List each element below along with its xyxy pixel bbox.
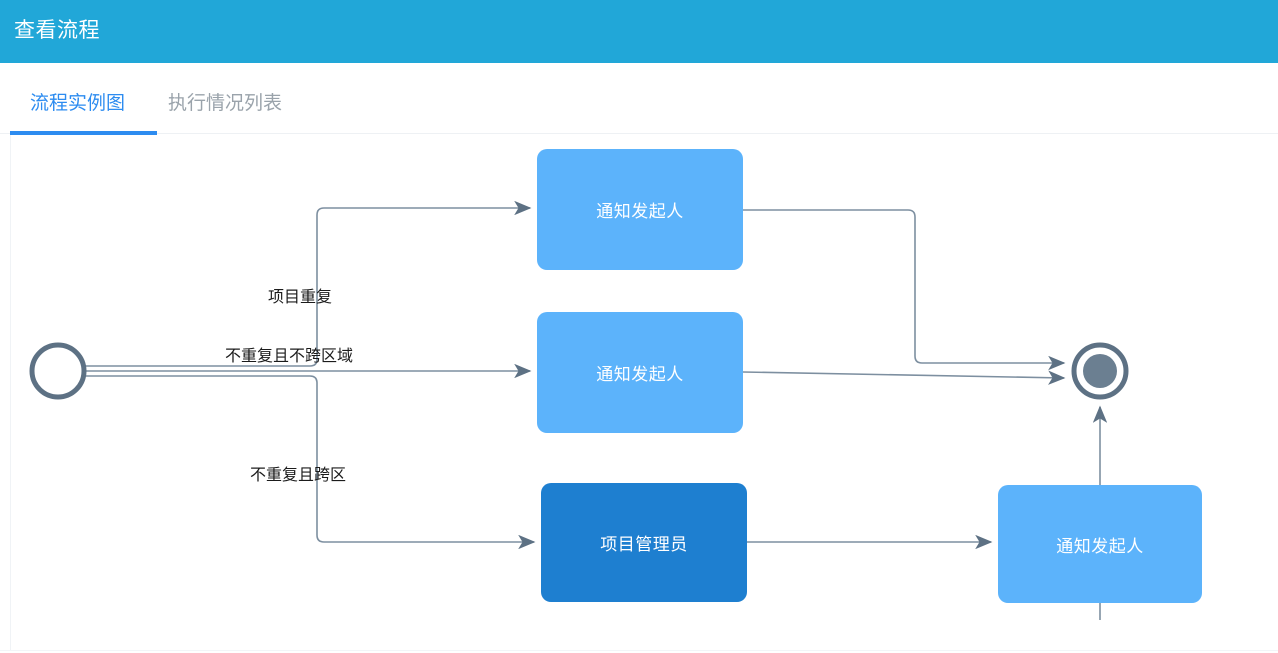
node-task-notify-top[interactable]: 通知发起人 [537, 149, 743, 270]
canvas-left-border [10, 135, 11, 651]
edge-label-no-dup-no-cross: 不重复且不跨区域 [225, 348, 354, 365]
end-event-inner-disc [1083, 354, 1117, 388]
node-task-project-admin[interactable]: 项目管理员 [541, 483, 747, 602]
edge-start-to-admin [86, 375, 536, 550]
edge-top-to-end [743, 209, 1066, 371]
tab-bar-divider [0, 133, 1278, 134]
edge-start-to-top [86, 200, 532, 367]
node-task-notify-middle[interactable]: 通知发起人 [537, 312, 743, 433]
node-task-notify-bottom[interactable]: 通知发起人 [998, 485, 1202, 603]
tab-active-indicator [10, 131, 157, 135]
edge-label-no-dup-cross: 不重复且跨区 [250, 467, 347, 484]
process-diagram-canvas[interactable]: 通知发起人 通知发起人 项目管理员 通知发起人 项目重复 不重复且不跨区域 不重… [0, 135, 1278, 651]
page-title: 查看流程 [14, 19, 100, 42]
node-label: 通知发起人 [1056, 536, 1144, 556]
page-header: 查看流程 [0, 0, 1278, 63]
tab-process-diagram[interactable]: 流程实例图 [30, 93, 126, 114]
edge-middle-to-end [742, 370, 1066, 385]
node-label: 项目管理员 [600, 535, 688, 554]
flow-connectors [29, 200, 1129, 620]
edge-label-duplicate: 项目重复 [268, 289, 333, 306]
tab-bar: 流程实例图 执行情况列表 [0, 63, 1278, 135]
canvas-bottom-border [0, 650, 1278, 651]
tab-execution-list[interactable]: 执行情况列表 [168, 93, 283, 114]
node-label: 通知发起人 [596, 365, 684, 384]
node-label: 通知发起人 [596, 202, 684, 221]
start-event-icon[interactable] [29, 342, 87, 400]
